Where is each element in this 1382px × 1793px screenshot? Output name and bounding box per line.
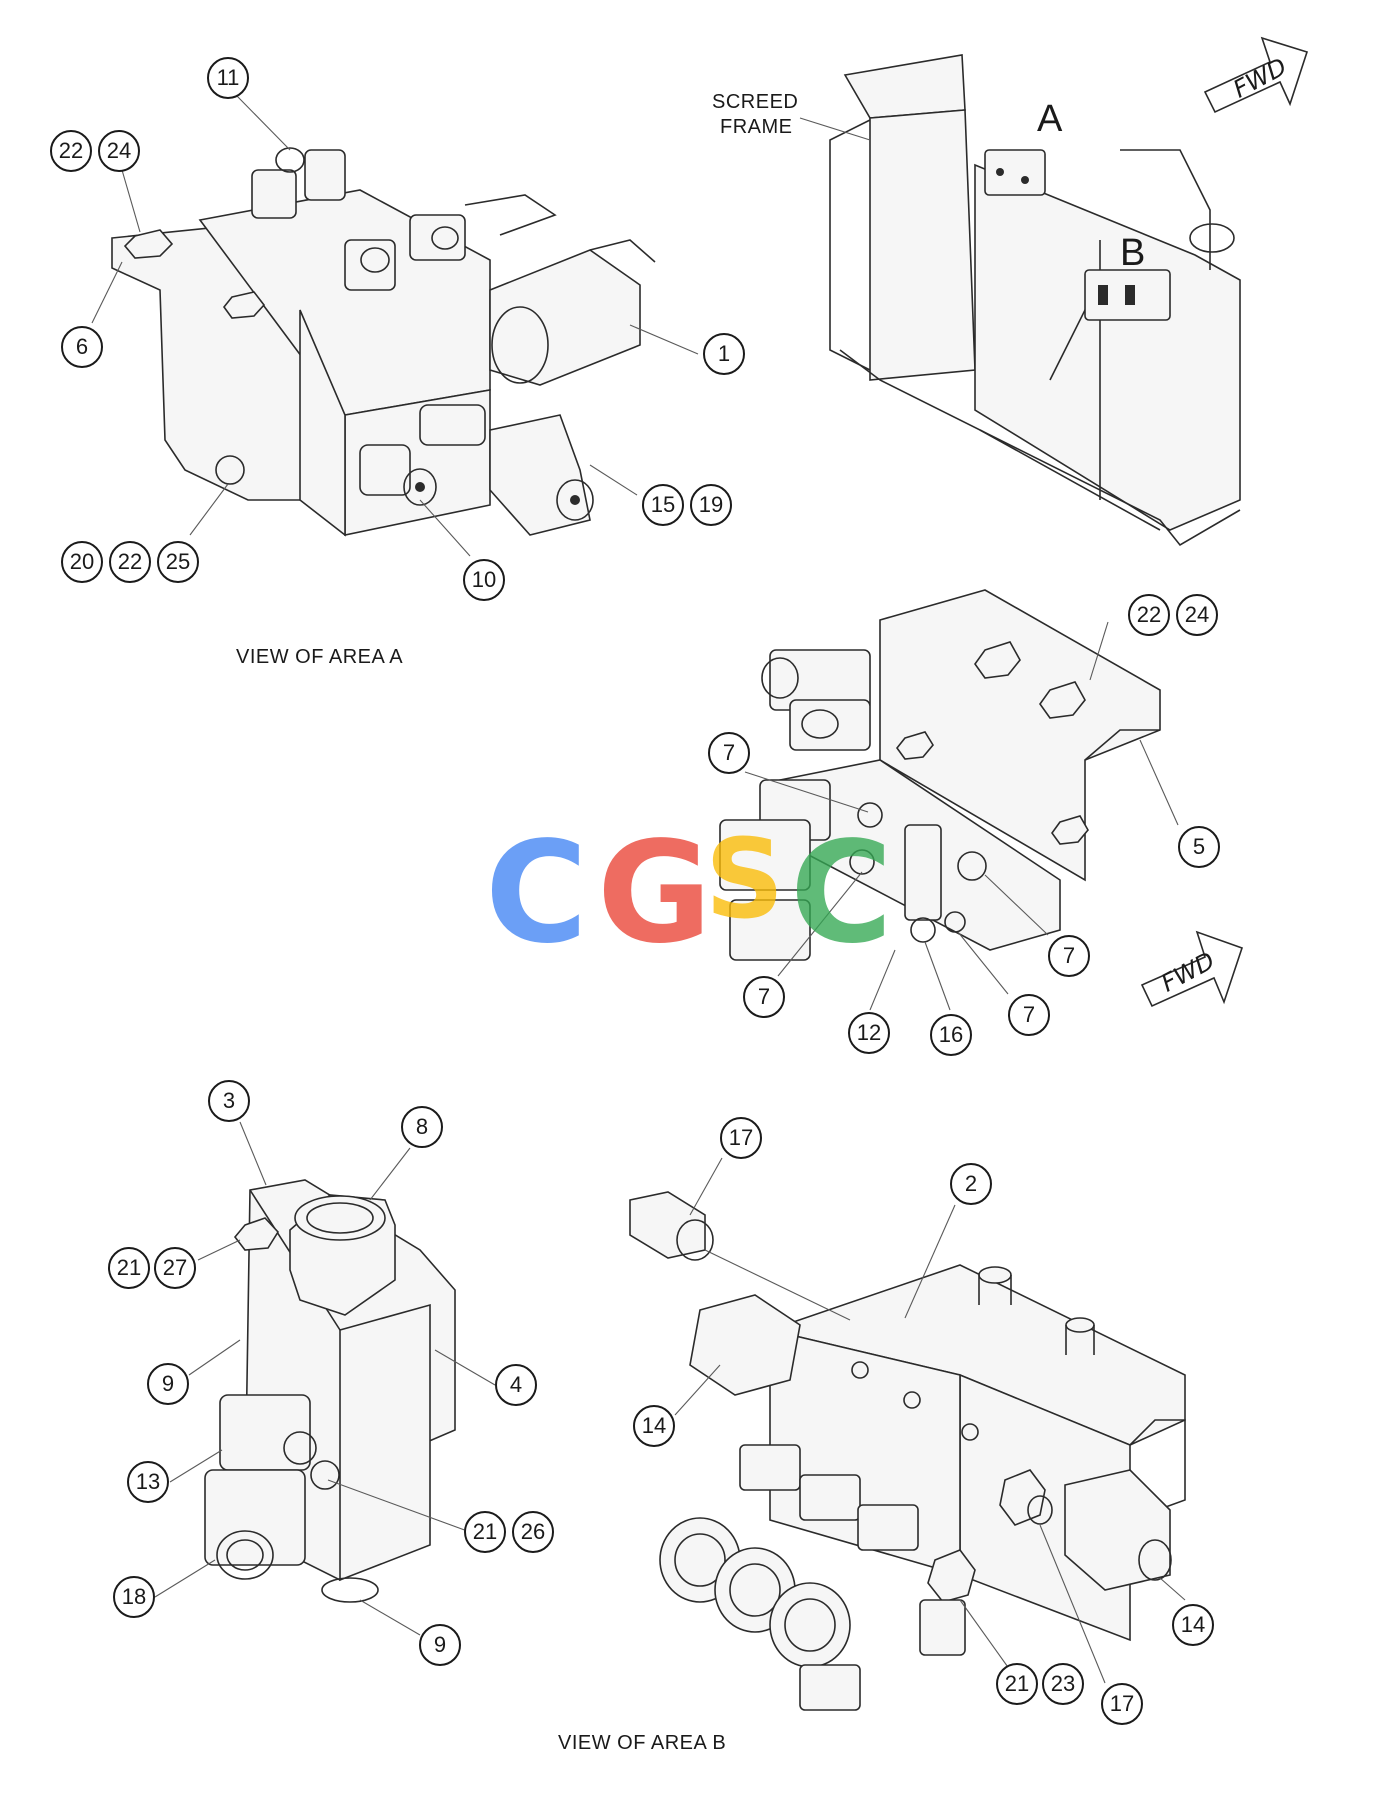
callout-7a: 7 (708, 732, 750, 774)
watermark-letter-c: C (485, 812, 588, 975)
callout-3: 3 (208, 1080, 250, 1122)
callout-11: 11 (207, 57, 249, 99)
callout-18: 18 (113, 1576, 155, 1618)
callout-19: 19 (690, 484, 732, 526)
callout-22: 22 (50, 130, 92, 172)
callout-17a: 17 (720, 1117, 762, 1159)
callout-22c: 22 (1128, 594, 1170, 636)
callout-17b: 17 (1101, 1683, 1143, 1725)
callout-7d: 7 (1008, 994, 1050, 1036)
caption-view-area-b: VIEW OF AREA B (558, 1732, 727, 1754)
callout-12: 12 (848, 1012, 890, 1054)
callout-26: 26 (512, 1511, 554, 1553)
callout-5: 5 (1178, 826, 1220, 868)
callout-15: 15 (642, 484, 684, 526)
valve-assembly-bottom-left (154, 1121, 496, 1636)
callout-9a: 9 (147, 1363, 189, 1405)
callout-21: 21 (108, 1247, 150, 1289)
callout-21c: 21 (996, 1663, 1038, 1705)
callout-7c: 7 (743, 976, 785, 1018)
fwd-arrow-top (1203, 36, 1309, 114)
callout-27: 27 (154, 1247, 196, 1289)
screed-frame-label-line2: FRAME (720, 116, 793, 138)
caption-view-area-a: VIEW OF AREA A (236, 646, 404, 668)
callout-9b: 9 (419, 1624, 461, 1666)
callout-1: 1 (703, 333, 745, 375)
callout-10: 10 (463, 559, 505, 601)
watermark-letter-c2: C (790, 812, 893, 975)
callout-4: 4 (495, 1364, 537, 1406)
callout-22b: 22 (109, 541, 151, 583)
callout-25: 25 (157, 541, 199, 583)
callout-14a: 14 (633, 1405, 675, 1447)
callout-16: 16 (930, 1014, 972, 1056)
callout-13: 13 (127, 1461, 169, 1503)
screed-frame (799, 54, 1241, 547)
area-b-marker: B (1120, 232, 1146, 274)
screed-frame-label-line1: SCREED (712, 91, 799, 113)
callout-14b: 14 (1172, 1604, 1214, 1646)
valve-assembly-middle (719, 589, 1179, 1011)
watermark-letter-g: G (597, 812, 712, 975)
valve-assembly-bottom-right (629, 1157, 1186, 1711)
callout-8: 8 (401, 1106, 443, 1148)
callout-7b: 7 (1048, 935, 1090, 977)
valve-assembly-area-a (91, 94, 699, 557)
callout-2: 2 (950, 1163, 992, 1205)
callout-23: 23 (1042, 1663, 1084, 1705)
callout-24: 24 (98, 130, 140, 172)
callout-20: 20 (61, 541, 103, 583)
callout-6: 6 (61, 326, 103, 368)
watermark-letter-s: S (705, 815, 785, 943)
callout-24b: 24 (1176, 594, 1218, 636)
callout-21b: 21 (464, 1511, 506, 1553)
area-a-marker: A (1037, 98, 1063, 140)
fwd-arrow-mid (1140, 930, 1244, 1008)
